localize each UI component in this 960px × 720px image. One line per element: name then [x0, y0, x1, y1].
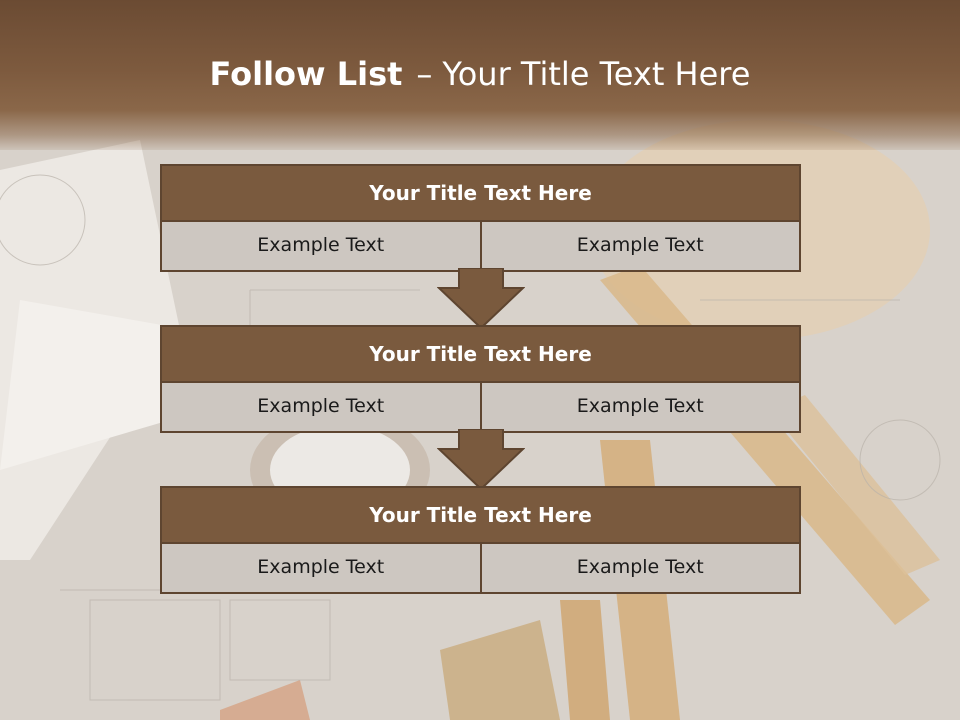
slide-title-dash: –	[416, 55, 433, 93]
flow-block-right-cell: Example Text	[481, 544, 801, 594]
flow-block-left-cell: Example Text	[160, 544, 482, 594]
slide-title-rest: Your Title Text Here	[442, 55, 751, 93]
slide-title: Follow List–Your Title Text Here	[0, 52, 960, 96]
flow-block-right-cell: Example Text	[481, 383, 801, 433]
flow-block-left-cell: Example Text	[160, 383, 482, 433]
flow-block-left-cell: Example Text	[160, 222, 482, 272]
flow-block-row: Example Text Example Text	[160, 544, 801, 594]
down-arrow-icon	[437, 429, 525, 491]
flow-block-title: Your Title Text Here	[160, 325, 801, 383]
title-bar	[0, 0, 960, 150]
flow-block-1: Your Title Text Here Example Text Exampl…	[160, 164, 801, 272]
flow-block-3: Your Title Text Here Example Text Exampl…	[160, 486, 801, 594]
flow-block-row: Example Text Example Text	[160, 222, 801, 272]
slide-title-lead: Follow List	[209, 55, 403, 93]
flow-block-row: Example Text Example Text	[160, 383, 801, 433]
flow-block-title: Your Title Text Here	[160, 164, 801, 222]
flow-block-2: Your Title Text Here Example Text Exampl…	[160, 325, 801, 433]
flow-block-right-cell: Example Text	[481, 222, 801, 272]
flow-block-title: Your Title Text Here	[160, 486, 801, 544]
down-arrow-icon	[437, 268, 525, 330]
